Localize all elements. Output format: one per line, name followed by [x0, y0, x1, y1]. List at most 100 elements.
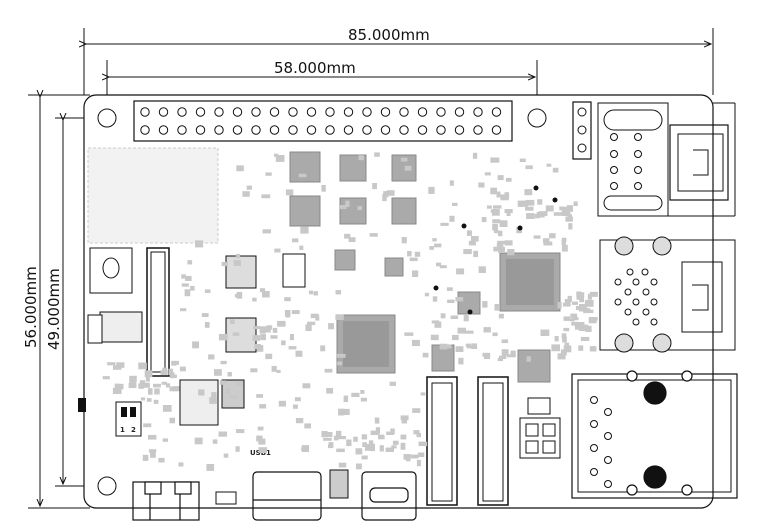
smd-pad [439, 265, 447, 269]
smd-pad [292, 238, 299, 243]
smd-pad [418, 441, 428, 447]
passive-components [102, 152, 598, 471]
smd-pad [138, 362, 147, 370]
smd-pad [304, 423, 311, 429]
smd-pad [118, 383, 124, 390]
smd-pad [324, 368, 333, 373]
smd-pad [501, 339, 509, 344]
smd-pad [500, 194, 509, 201]
smd-pad [142, 454, 149, 461]
smd-pad [274, 248, 281, 253]
smd-pad [208, 354, 215, 360]
via [552, 197, 558, 203]
smd-pad [420, 392, 426, 396]
main-soc [336, 314, 396, 374]
smd-pad [525, 199, 535, 206]
gpio-pin [306, 125, 317, 135]
smd-pad [498, 246, 505, 253]
smd-pad [212, 439, 218, 444]
gpio-pin [214, 107, 224, 117]
smd-pad [181, 274, 186, 279]
smd-pad [338, 436, 346, 440]
smd-pad [162, 438, 168, 442]
smd-pad [452, 202, 458, 206]
smd-pad [412, 270, 419, 277]
smd-pad [412, 408, 421, 413]
smd-pad [410, 454, 419, 459]
smd-pad [504, 209, 513, 214]
smd-pad [271, 365, 277, 372]
smd-pad [278, 400, 286, 407]
smd-pad [262, 229, 271, 234]
smd-pad [116, 362, 125, 368]
smd-pad [192, 341, 199, 349]
connector-pin [610, 166, 618, 174]
smd-pad [292, 404, 298, 409]
smd-pad [407, 251, 412, 257]
smd-pad [374, 152, 380, 157]
smd-pad [162, 405, 172, 412]
smd-pad [432, 296, 438, 302]
smd-pad [148, 388, 153, 395]
smd-pad [218, 431, 228, 437]
smd-pad [526, 356, 531, 362]
smd-pad [581, 324, 588, 331]
left-module [87, 147, 219, 344]
smd-pad [326, 432, 333, 437]
smd-pad [563, 206, 568, 211]
gpio-pin [343, 107, 354, 117]
smd-pad [468, 240, 476, 246]
gpio-pin [288, 107, 298, 117]
smd-pad [277, 320, 286, 327]
smd-pad [403, 454, 411, 460]
smd-pad [554, 336, 559, 342]
smd-pad [517, 200, 525, 207]
connector-pin [650, 298, 658, 306]
smd-pad [265, 172, 272, 176]
connector-pin [634, 166, 642, 174]
gpio-pin [232, 107, 243, 117]
smd-pad [400, 157, 408, 162]
smd-pad [259, 326, 268, 330]
smd-pad [467, 345, 472, 349]
smd-pad [471, 343, 478, 349]
smd-pad [589, 309, 594, 313]
smd-pad [466, 230, 472, 236]
smd-pad [370, 430, 380, 435]
smd-pad [227, 372, 232, 377]
smd-pad [201, 313, 209, 317]
smd-pad [491, 209, 500, 216]
smd-pad [298, 173, 307, 178]
switch-label-2: 2 [131, 426, 136, 434]
smd-pad [162, 367, 167, 373]
smd-pad [440, 313, 446, 319]
smd-pad [455, 297, 464, 302]
smd-pad [424, 292, 430, 297]
smd-pad [533, 235, 541, 239]
smd-pad [333, 435, 339, 441]
smd-pad [484, 172, 491, 176]
smd-pad [434, 321, 442, 328]
smd-pad [194, 437, 203, 445]
smd-pad [338, 408, 345, 416]
smd-pad [369, 443, 375, 450]
smd-pad [353, 436, 358, 442]
smd-pad [250, 368, 258, 373]
smd-pad [482, 352, 491, 357]
smd-pad [375, 427, 381, 434]
smd-pad [242, 191, 250, 197]
smd-pad [328, 442, 334, 448]
smd-pad [564, 342, 570, 348]
smd-pad [364, 443, 373, 451]
smd-pad [232, 332, 240, 336]
smd-pad [452, 334, 459, 341]
smd-pad [343, 395, 349, 403]
board-height-label: 56.000mm [22, 266, 40, 348]
smd-pad [235, 381, 244, 386]
smd-pad [276, 369, 281, 373]
smd-pad [289, 334, 294, 341]
smd-pad [252, 297, 257, 302]
smd-pad [449, 215, 455, 222]
smd-pad [404, 165, 412, 171]
smd-pad [358, 155, 364, 161]
